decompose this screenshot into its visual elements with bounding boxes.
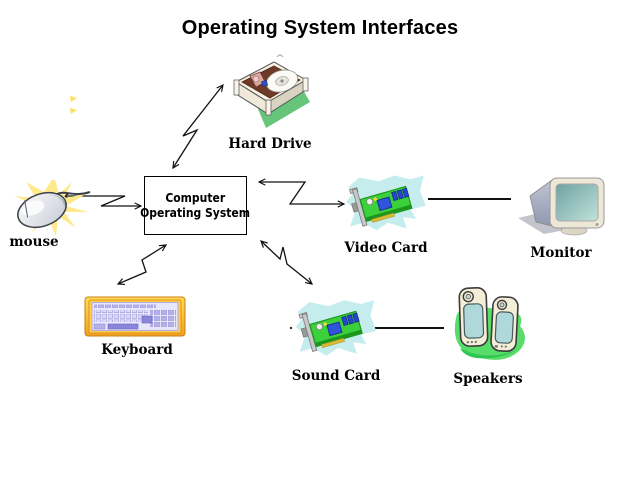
edge-os-keyboard (116, 244, 168, 285)
hard-drive-icon (233, 61, 310, 128)
edge-os-video-card (257, 178, 346, 208)
operating-system-box: Computer Operating System (141, 176, 250, 235)
diagram-title: Operating System Interfaces (181, 17, 459, 39)
mouse-label: mouse (9, 234, 59, 250)
mouse-icon (14, 180, 91, 236)
edge-os-sound-card (260, 240, 314, 285)
video-card-label: Video Card (344, 240, 428, 256)
video-card-icon (340, 168, 432, 236)
speakers-label: Speakers (453, 371, 523, 387)
speakers-icon (454, 287, 525, 360)
os-box-line1: Computer (165, 190, 226, 205)
keyboard-label: Keyboard (101, 342, 173, 358)
edge-os-hard-drive (172, 83, 224, 170)
sound-card-label: Sound Card (291, 368, 381, 384)
sound-card-icon (292, 288, 380, 366)
monitor-icon (518, 177, 605, 236)
os-box-line2: Operating System (140, 205, 251, 220)
monitor-label: Monitor (530, 245, 592, 261)
keyboard-icon (84, 296, 186, 337)
hard-drive-label: Hard Drive (228, 136, 312, 152)
